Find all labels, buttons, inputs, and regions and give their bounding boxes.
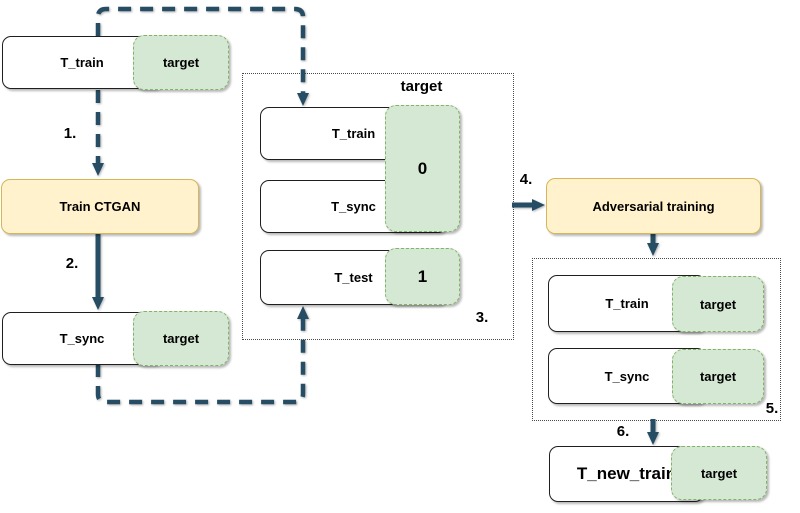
process-train-ctgan: Train CTGAN	[1, 179, 199, 234]
process-label: Adversarial training	[592, 198, 715, 214]
tag-label: target	[162, 55, 200, 70]
badge-label-0: 0	[385, 105, 460, 232]
badge-value: 0	[417, 158, 428, 178]
step-6-label: 6.	[616, 423, 630, 440]
node-label: T_sync	[59, 331, 105, 346]
node-label: T_train	[605, 296, 649, 311]
target-tag-out-t-train: target	[672, 276, 764, 332]
process-adversarial-training: Adversarial training	[546, 178, 761, 234]
node-label: T_train	[331, 126, 376, 141]
node-label: T_new_train	[576, 464, 677, 483]
arrow-loop-top-dashed	[95, 6, 309, 106]
node-label: T_sync	[331, 199, 376, 214]
target-tag-out-t-sync: target	[672, 349, 764, 404]
discriminator-target-header: target	[400, 78, 443, 95]
tag-label: target	[700, 465, 738, 481]
step-4-label: 4.	[519, 171, 533, 188]
step-2-label: 2.	[65, 255, 79, 272]
node-label: T_sync	[604, 368, 650, 384]
arrow-loop-bottom-dashed	[95, 306, 309, 405]
badge-value: 1	[417, 266, 428, 286]
step-5-label: 5.	[765, 400, 779, 417]
tag-label: target	[699, 296, 737, 312]
target-tag-t-sync-source: target	[133, 311, 229, 366]
tag-label: target	[699, 369, 737, 384]
badge-label-1: 1	[385, 248, 460, 305]
target-tag-t-new-train: target	[671, 446, 767, 500]
step-3-label: 3.	[475, 309, 489, 326]
target-tag-t-train-source: target	[133, 35, 229, 90]
node-label: T_test	[334, 270, 373, 285]
tag-label: target	[162, 331, 200, 346]
process-label: Train CTGAN	[59, 199, 141, 214]
step-1-label: 1.	[63, 125, 77, 142]
node-label: T_train	[60, 55, 104, 70]
